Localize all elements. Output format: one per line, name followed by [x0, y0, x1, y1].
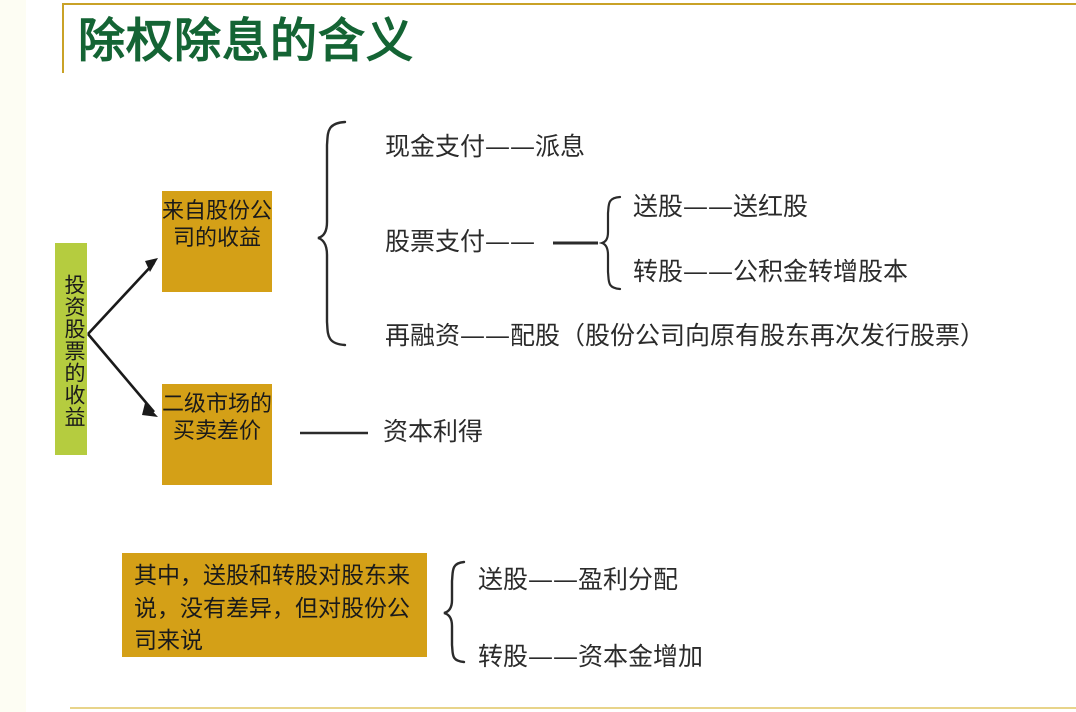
- page-title: 除权除息的含义: [78, 14, 414, 69]
- left-margin-strip: [0, 0, 26, 712]
- arrow-line-to-company-income: [87, 262, 155, 335]
- brace-note-items: [443, 560, 466, 664]
- node-capitalization-share: 转股——公积金转增股本: [633, 257, 909, 286]
- brace-stock-payment: [598, 195, 622, 291]
- node-bonus-share-profit-distribution: 送股——盈利分配: [478, 565, 679, 594]
- arrow-head-to-company-income: [145, 258, 158, 272]
- arrow-line-to-secondary-market: [87, 333, 155, 413]
- root-box-investment-income: 投资股票的收益: [55, 243, 87, 455]
- brace-company-income: [317, 120, 347, 347]
- node-capitalization-capital-increase: 转股——资本金增加: [478, 642, 704, 671]
- root-arrow-group: [87, 262, 155, 413]
- node-bonus-share: 送股——送红股: [633, 192, 809, 221]
- title-accent-bar: [62, 3, 64, 73]
- node-refinancing-rights-issue: 再融资——配股（股份公司向原有股东再次发行股票）: [385, 321, 986, 350]
- node-capital-gain: 资本利得: [383, 417, 484, 446]
- branch-box-company-income: 来自股份公司的收益: [162, 191, 272, 292]
- note-box-bonus-vs-capitalization: 其中，送股和转股对股东来说，没有差异，但对股份公司来说: [122, 553, 427, 657]
- node-stock-payment: 股票支付——: [385, 227, 536, 256]
- arrow-head-to-secondary-market: [142, 403, 158, 417]
- bottom-gold-rule: [70, 707, 1076, 709]
- branch-box-secondary-market: 二级市场的买卖差价: [162, 384, 272, 485]
- node-cash-payment-dividend: 现金支付——派息: [385, 132, 586, 161]
- top-gold-rule: [63, 3, 1076, 5]
